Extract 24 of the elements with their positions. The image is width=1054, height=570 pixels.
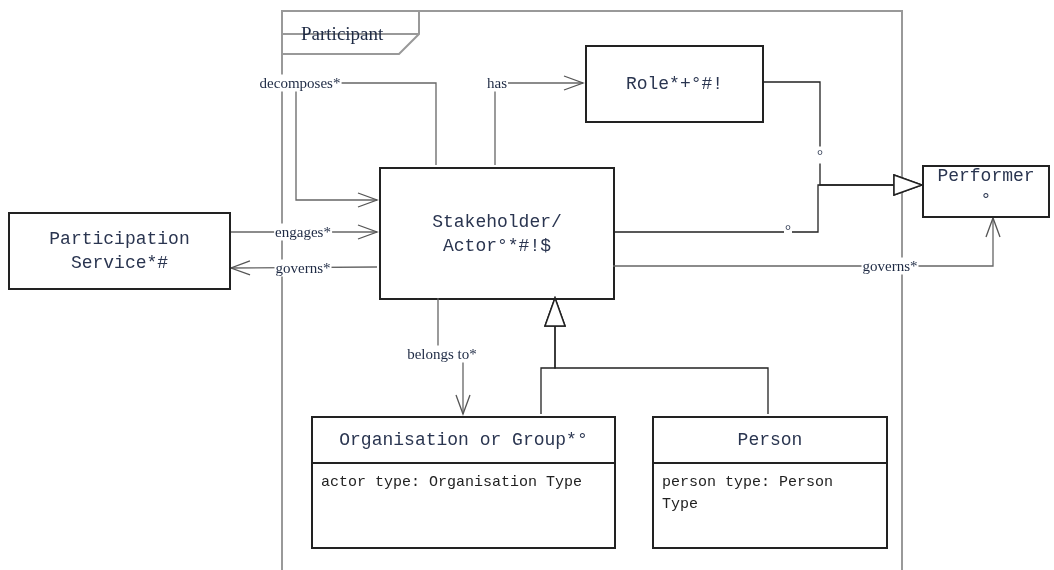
- edge-label: belongs to*: [406, 345, 478, 363]
- class-box: [922, 165, 1050, 218]
- class-name: Person: [736, 429, 804, 451]
- class-name: Organisation or Group*°: [338, 429, 589, 451]
- class-box: [379, 167, 615, 300]
- class-name: Role*+°#!: [624, 73, 725, 96]
- edge-label: governs*: [861, 257, 919, 275]
- class-box: [652, 416, 888, 549]
- class-attribute: actor type: Organisation Type: [321, 473, 584, 493]
- edge-label: decomposes*: [258, 74, 342, 92]
- edge-label: engages*: [274, 223, 332, 241]
- class-box: [8, 212, 231, 290]
- class-name: Participation Service*#: [48, 228, 191, 275]
- class-box: [311, 416, 616, 549]
- generalization-arrow: [544, 297, 769, 415]
- edge-label: governs*: [274, 259, 332, 277]
- class-attribute: person type: Person Type: [662, 473, 835, 515]
- association-arrow: [494, 75, 584, 166]
- generalization-arrow: [612, 174, 923, 233]
- edge-label: °: [816, 146, 824, 164]
- frame-title: Participant: [301, 22, 384, 46]
- class-box: [585, 45, 764, 123]
- class-name: Performer °: [936, 164, 1036, 212]
- class-name: Stakeholder/ Actor°*#!$: [431, 210, 563, 258]
